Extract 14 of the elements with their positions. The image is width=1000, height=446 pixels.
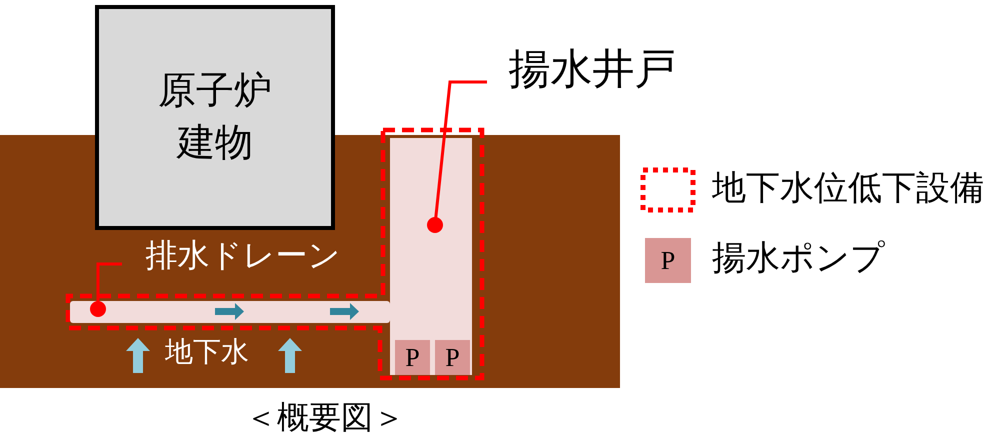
pump-box: P (435, 340, 470, 375)
leader-text: 排水ドレーン (128, 236, 358, 276)
building-box: 原子炉建物 (95, 5, 335, 230)
leader-line (427, 80, 487, 233)
well-shaft (390, 138, 472, 375)
pump-box: P (395, 340, 430, 375)
drain-pipe (70, 301, 390, 323)
leader-text: 揚水井戸 (505, 45, 680, 95)
legend-text: 地下水位低下設備 (712, 170, 984, 208)
legend-text: 揚水ポンプ (712, 240, 885, 278)
leader-line (90, 262, 122, 317)
caption: ＜概要図＞ (245, 400, 405, 436)
legend-swatch: P (645, 238, 691, 283)
ground-label: 地下水 (165, 338, 249, 369)
